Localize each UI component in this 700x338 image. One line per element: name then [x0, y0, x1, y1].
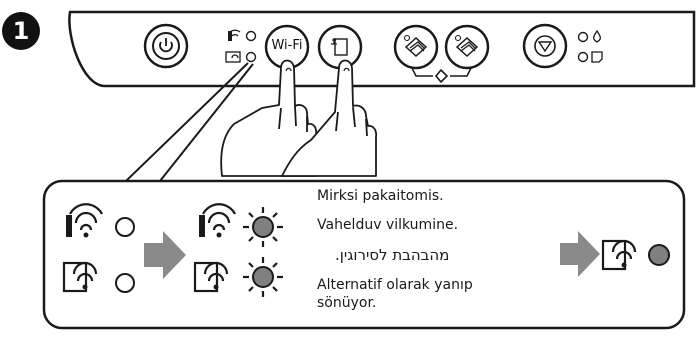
callout-final-wifi-direct-light [601, 239, 670, 271]
wifi-status-icon [66, 203, 103, 238]
panel-wifi-light-2 [225, 51, 257, 63]
light-on [648, 244, 670, 266]
text-lithuanian: Mirksi pakaitomis. [317, 188, 444, 204]
text-turkish-line-1: Alternatif olarak yanıp [317, 277, 473, 293]
wifi-button-label: Wi-Fi [271, 38, 303, 53]
left-hand [220, 59, 318, 177]
callout-flashing-wifi-direct-light [193, 257, 283, 297]
copy-bw-icon [403, 34, 428, 58]
wifi-status-icon [228, 29, 241, 41]
arrow-right-2 [560, 231, 600, 277]
arrow-right-1 [144, 231, 186, 279]
light-off [115, 273, 135, 293]
combined-buttons-indicator [411, 67, 472, 84]
flash-rays [243, 207, 283, 247]
light-flashing [252, 216, 274, 238]
network-status-sheet-icon [331, 38, 348, 56]
power-icon [159, 38, 173, 53]
ink-light [577, 29, 602, 43]
callout-initial-wifi-direct-light [62, 261, 135, 293]
callout-pointer-2 [159, 63, 254, 182]
stop-button[interactable] [522, 23, 568, 69]
copy-bw-button[interactable] [393, 24, 439, 70]
ink-drop-icon [592, 29, 602, 43]
right-hand [281, 59, 378, 177]
copy-color-icon [454, 34, 479, 58]
wifi-direct-status-icon [62, 261, 98, 293]
step-number-badge: 1 [2, 12, 40, 50]
step-number: 1 [12, 17, 30, 45]
callout-flashing-wifi-light [199, 203, 283, 247]
flash-rays [243, 257, 283, 297]
wifi-direct-status-icon [193, 261, 229, 293]
panel-wifi-light-1 [228, 29, 257, 42]
callout-pointer-1 [125, 62, 249, 182]
wifi-direct-status-icon [601, 239, 637, 271]
callout-initial-wifi-light [66, 203, 135, 238]
light-off [115, 217, 135, 237]
light-flashing [252, 266, 274, 288]
power-button[interactable] [143, 23, 189, 69]
stop-icon [534, 35, 556, 57]
text-estonian: Vahelduv vilkumine. [317, 217, 459, 233]
network-status-button[interactable] [317, 24, 363, 70]
wifi-status-icon [199, 203, 236, 238]
text-turkish-line-2: sönüyor. [317, 295, 377, 311]
text-hebrew: מהבהבת לסירוגין. [335, 246, 450, 264]
copy-color-button[interactable] [444, 24, 490, 70]
paper-light [577, 51, 603, 63]
paper-icon [591, 51, 603, 63]
wifi-direct-status-icon [225, 51, 241, 63]
